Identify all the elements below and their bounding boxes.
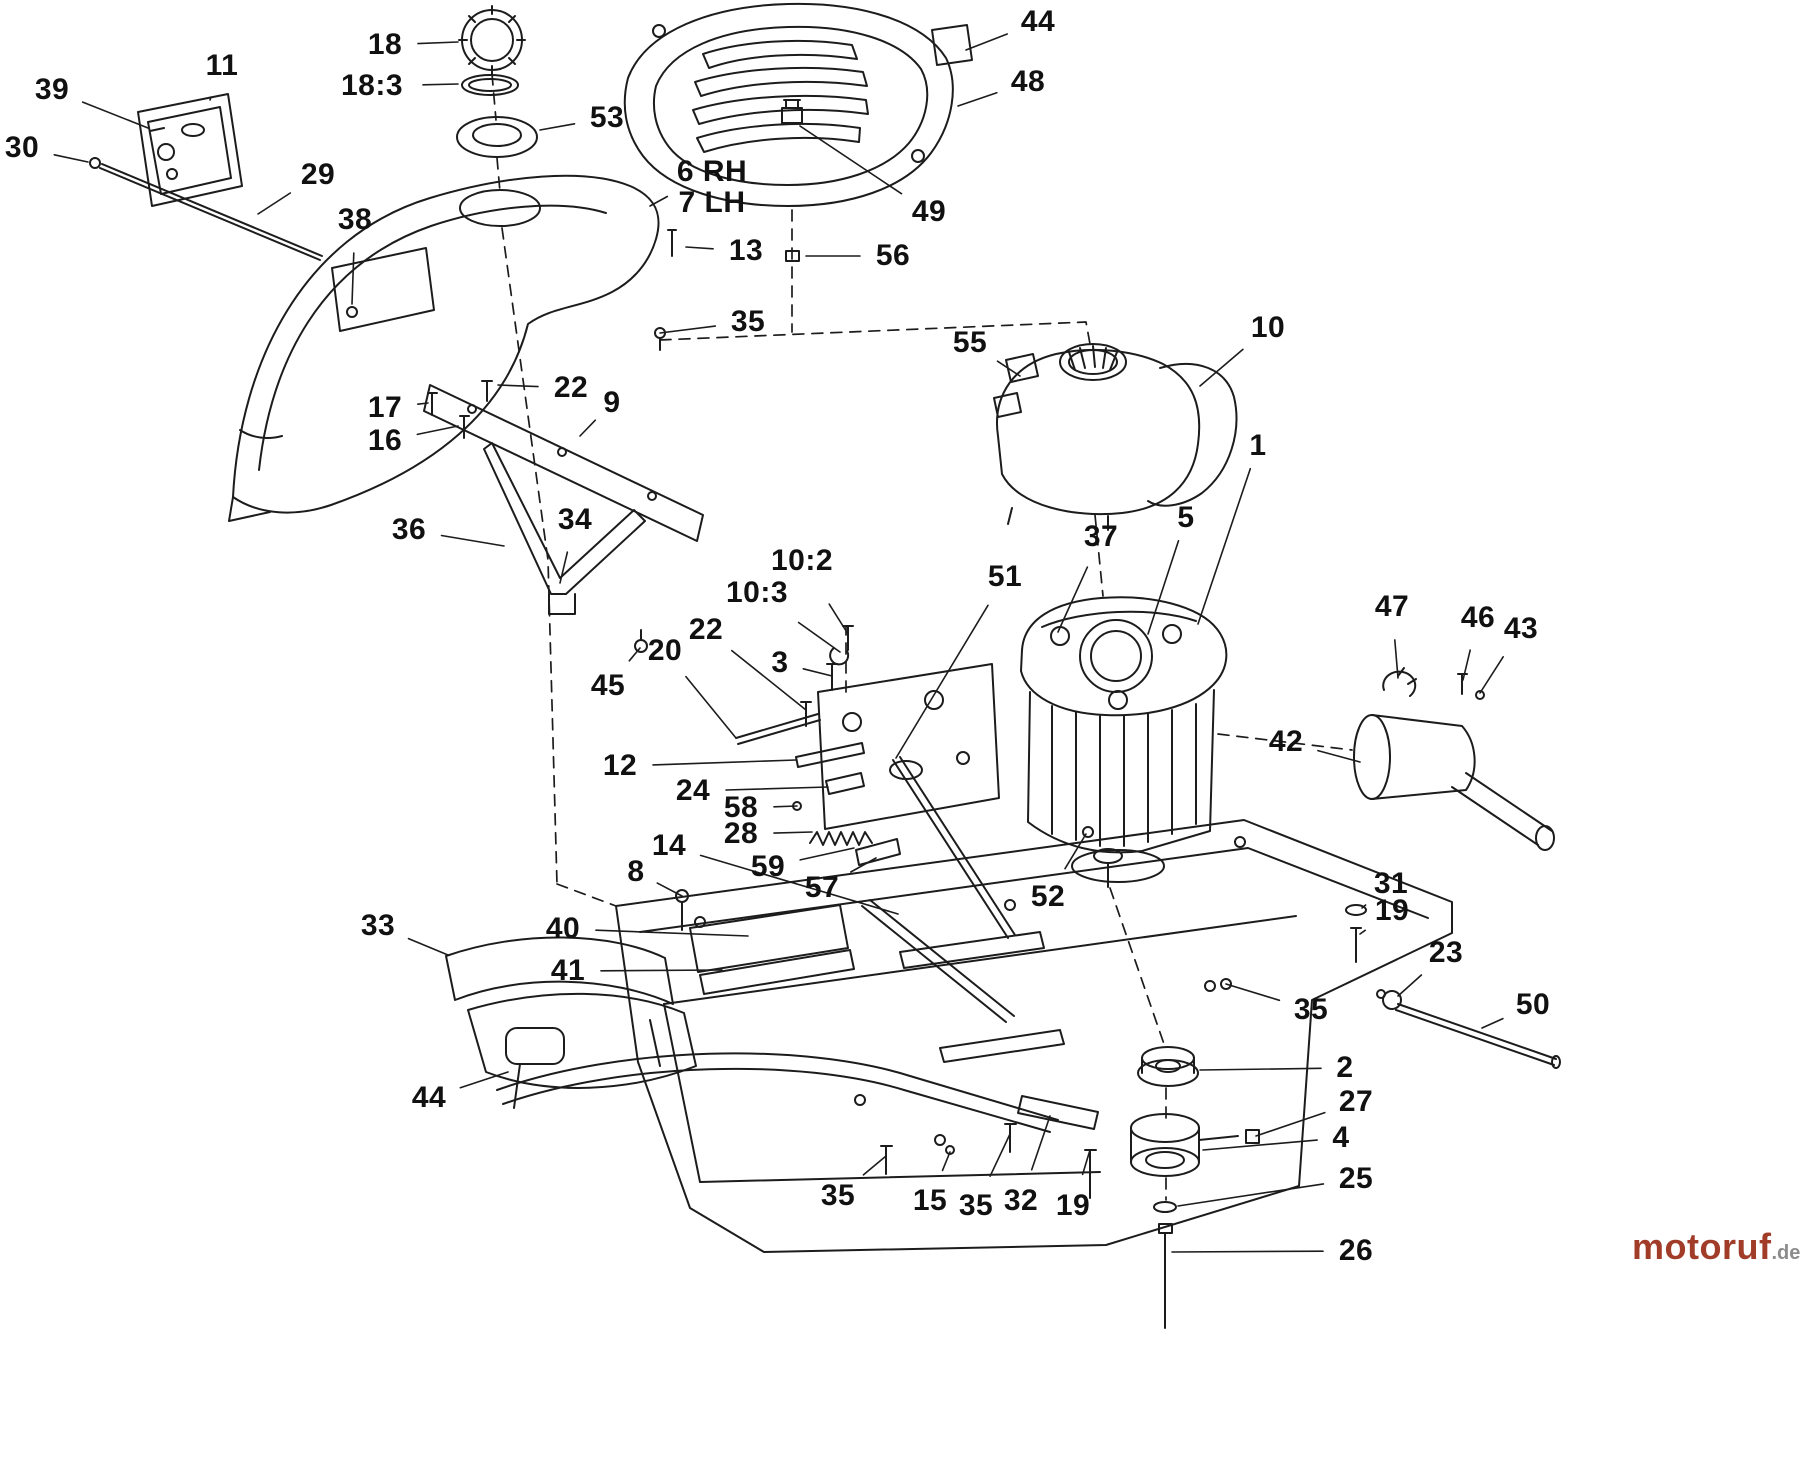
- bumper-part: [445, 936, 1059, 1133]
- control-panel-part: [89, 93, 323, 261]
- fuel-tank-part: [993, 343, 1238, 531]
- clutch-part: [880, 904, 1561, 1329]
- watermark-logo: motoruf.de: [1632, 1226, 1800, 1268]
- engine-part: [1020, 596, 1228, 888]
- engine-cover-part: [623, 2, 973, 262]
- watermark-brand: motoruf: [1632, 1226, 1772, 1267]
- leader-lines: [53, 33, 1504, 1253]
- muffler-part: [1353, 667, 1555, 851]
- frame-part: [615, 819, 1453, 1253]
- watermark-tld: .de: [1771, 1242, 1800, 1264]
- support-bar-part: [423, 327, 704, 653]
- fuel-cap-part: [456, 5, 538, 158]
- seat-channel-part: [675, 889, 855, 995]
- fender-part: [228, 174, 660, 522]
- alignment-lines: [491, 73, 1353, 1201]
